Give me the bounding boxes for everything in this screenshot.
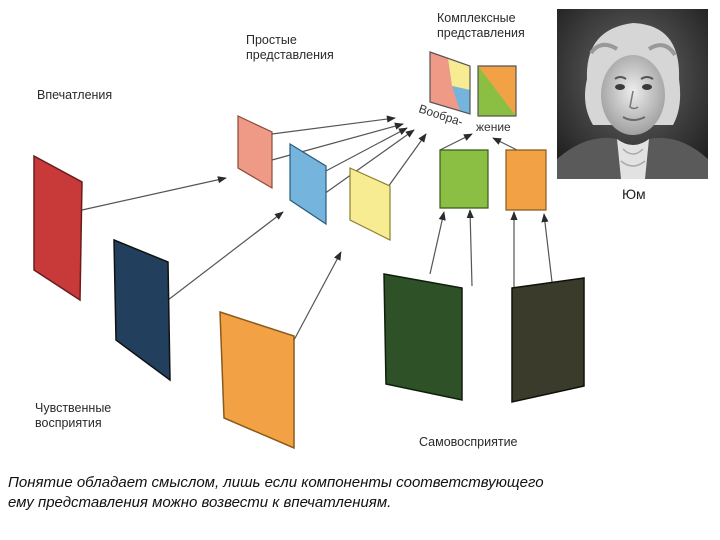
arrow-orange-to-complex bbox=[492, 137, 518, 151]
panel-complex-diagonal bbox=[477, 65, 517, 117]
label-simple-representations-1: Простые bbox=[246, 33, 297, 47]
panel-complex-mixed bbox=[429, 51, 471, 115]
arrow-darkgreen-to-green bbox=[429, 211, 446, 275]
panel-sensation-navy bbox=[113, 238, 171, 382]
panel-sensation-red bbox=[33, 154, 83, 302]
arrow-pink-to-complex bbox=[271, 115, 396, 135]
arrow-orange-to-yellow bbox=[293, 251, 342, 341]
arrow-darkgreen-to-green-2 bbox=[466, 209, 474, 287]
label-imagination-part2: жение bbox=[476, 120, 511, 134]
panel-sensation-orange bbox=[219, 310, 295, 450]
panel-simple-blue bbox=[289, 142, 327, 226]
panel-self-olive bbox=[511, 277, 585, 403]
portrait-caption: Юм bbox=[622, 186, 646, 202]
caption-text: Понятие обладает смыслом, лишь если комп… bbox=[8, 473, 716, 513]
arrow-olive-to-orange-2 bbox=[541, 213, 553, 283]
arrow-blue-to-complex bbox=[323, 127, 408, 173]
label-complex-representations-2: представления bbox=[437, 26, 525, 40]
panel-imagination-orange bbox=[505, 149, 547, 211]
arrow-red-to-pink bbox=[81, 176, 227, 211]
panel-imagination-green bbox=[439, 149, 489, 209]
portrait-image bbox=[557, 9, 708, 179]
label-impressions: Впечатления bbox=[37, 88, 113, 102]
label-self-perception: Самовосприятие bbox=[419, 435, 518, 449]
label-complex-representations-1: Комплексные bbox=[437, 11, 516, 25]
panel-simple-yellow bbox=[349, 167, 391, 241]
label-simple-representations-2: представления bbox=[246, 48, 334, 62]
label-sensations-1: Чувственные bbox=[35, 401, 112, 415]
panel-self-darkgreen bbox=[383, 273, 463, 401]
panel-simple-pink bbox=[237, 115, 273, 190]
caption-line-1: Понятие обладает смыслом, лишь если комп… bbox=[8, 474, 544, 491]
arrow-navy-to-blue bbox=[167, 211, 284, 301]
caption-line-2: ему представления можно возвести к впеча… bbox=[8, 494, 392, 511]
arrow-blue-to-complex-2 bbox=[323, 129, 415, 195]
arrow-green-to-complex bbox=[439, 133, 473, 151]
connector-arrows bbox=[81, 115, 553, 341]
label-sensations-2: восприятия bbox=[35, 416, 102, 430]
